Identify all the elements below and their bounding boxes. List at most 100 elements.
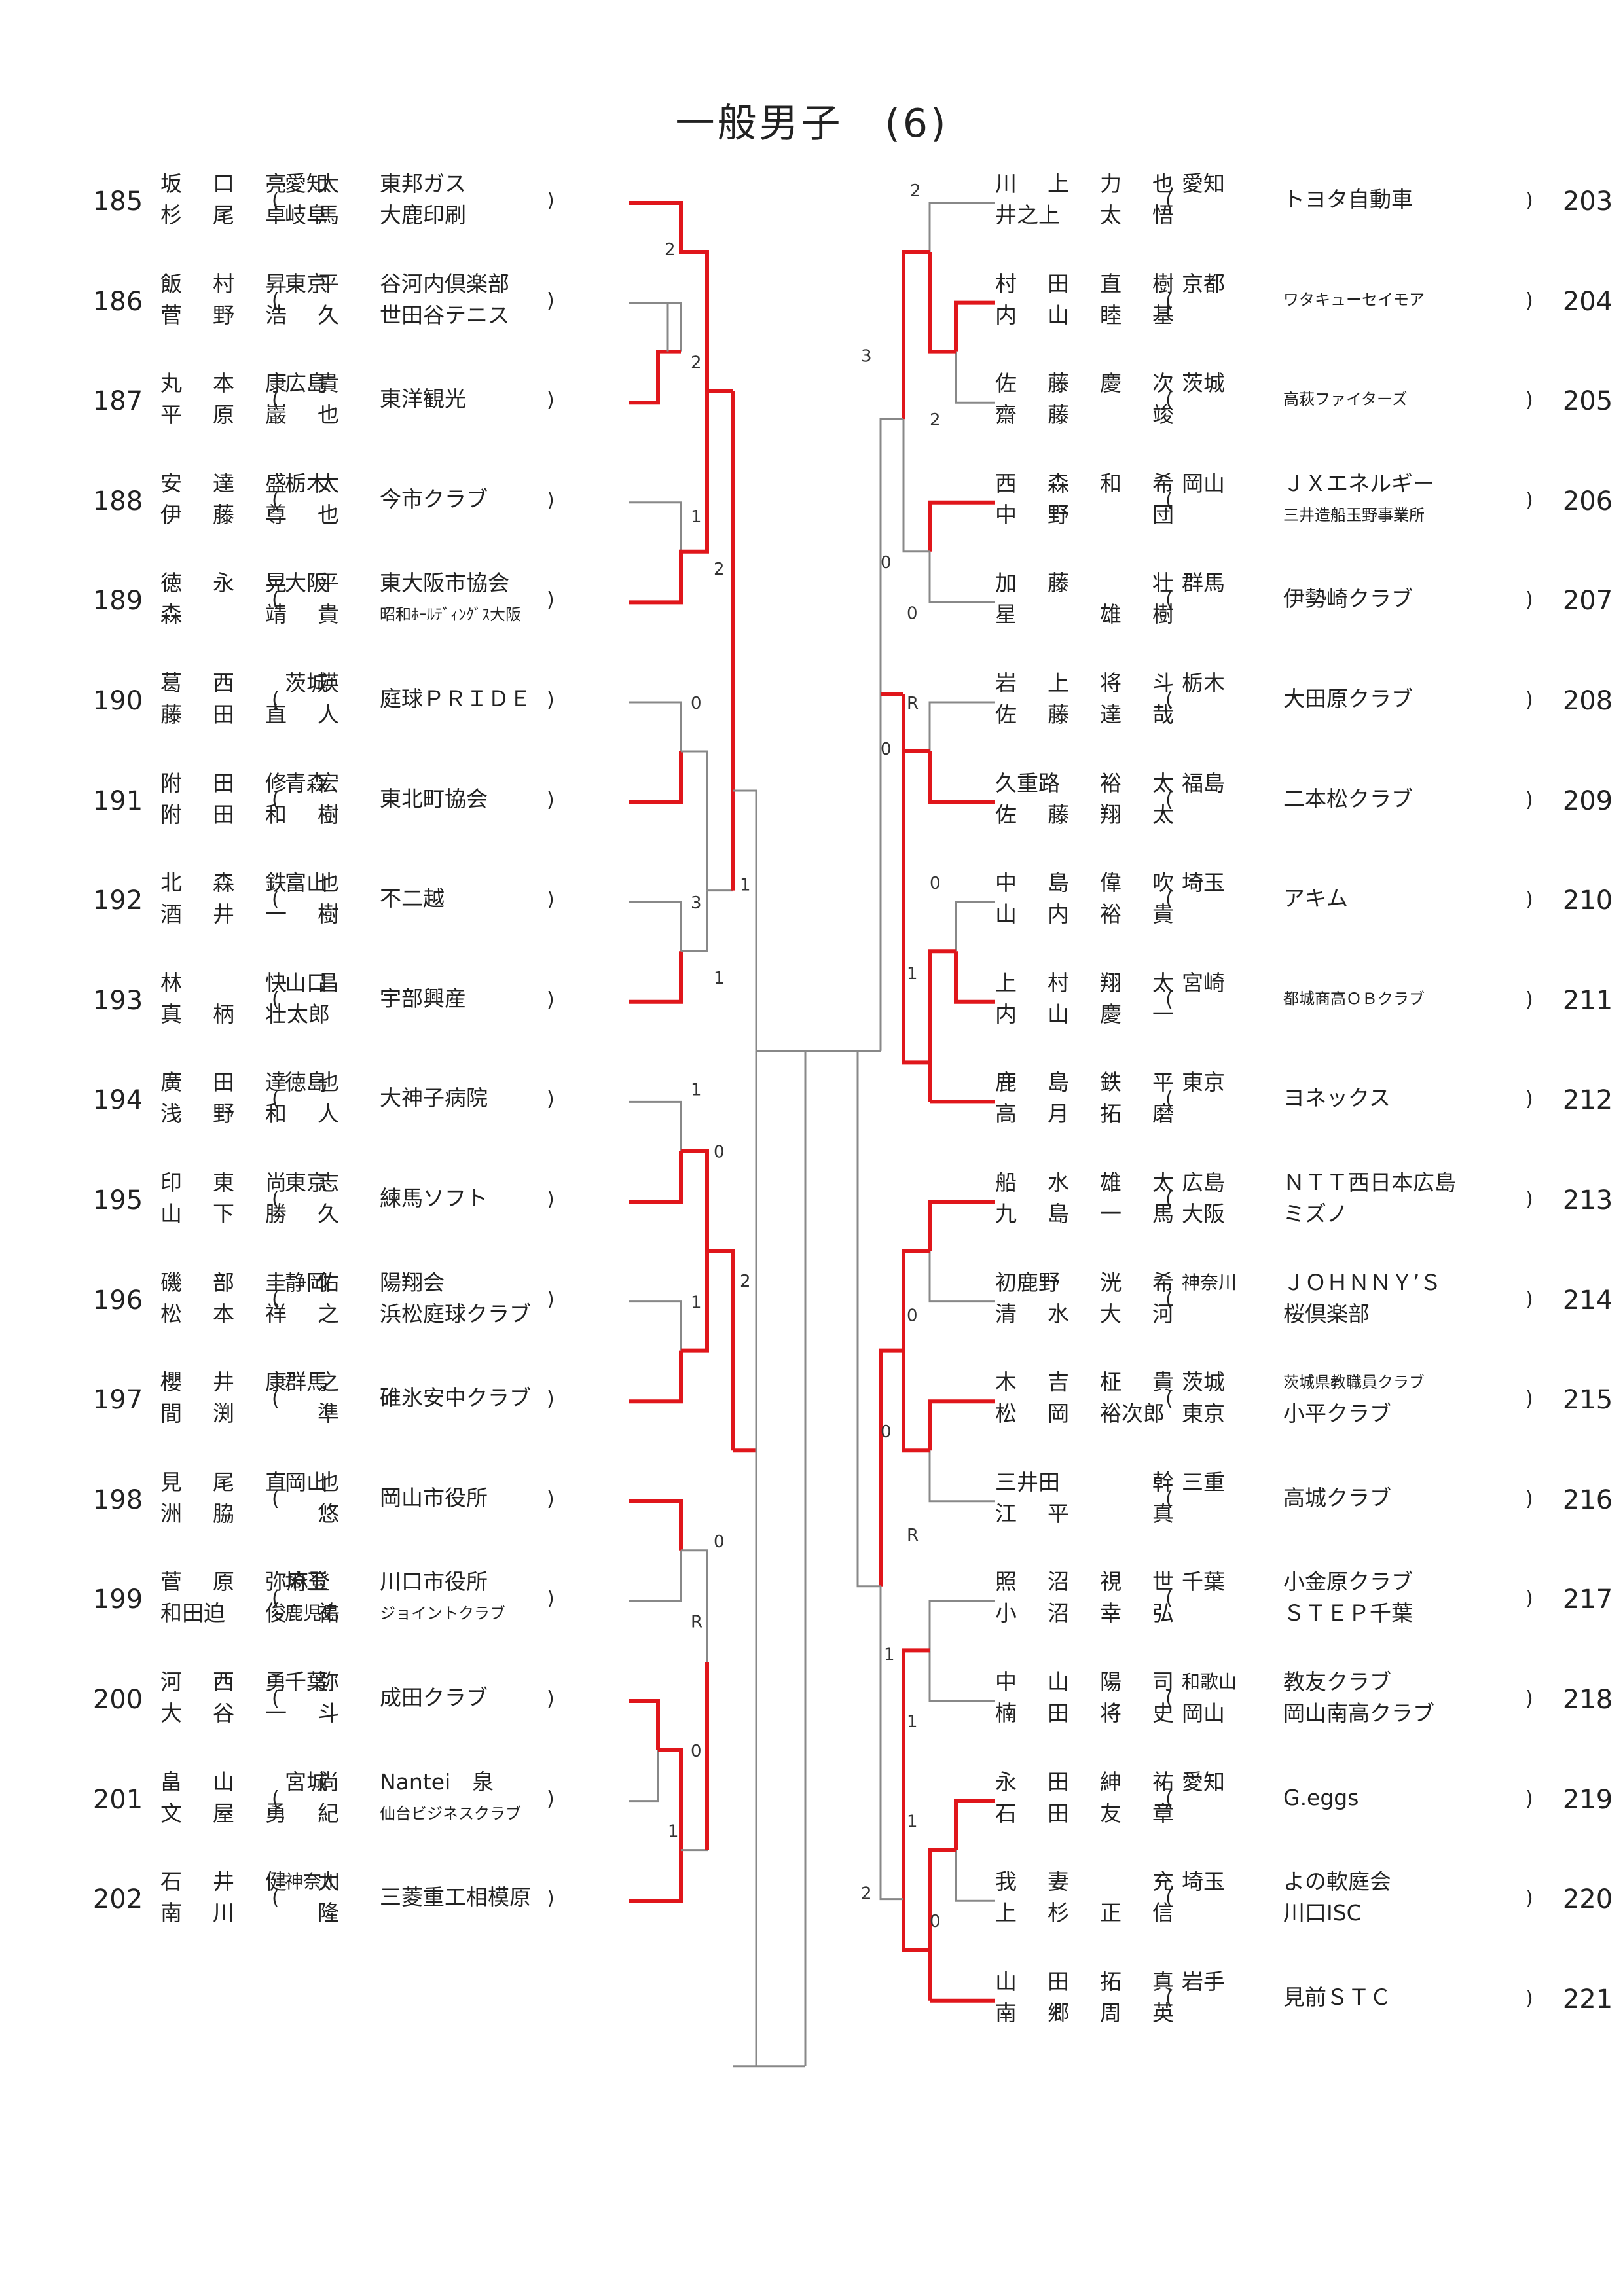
club-name: 谷河内倶楽部 — [380, 270, 509, 296]
bracket-line — [955, 1850, 995, 1902]
player-name-char: 将 — [1100, 670, 1122, 696]
player-name-char: 田 — [1048, 1968, 1069, 1994]
player-name-char: 尾 — [213, 1469, 234, 1495]
player-name-char: 快 — [265, 969, 287, 996]
club-name: 東大阪市協会 — [380, 570, 509, 596]
club-name: 大神子病院 — [380, 1085, 488, 1111]
club-name: 二本松クラブ — [1283, 785, 1413, 812]
player-name-char: 野 — [213, 1101, 234, 1127]
bracket-line — [629, 1300, 682, 1351]
club-name: 岡山市役所 — [380, 1484, 488, 1511]
match-score: 1 — [907, 1812, 918, 1832]
club-name: 不二越 — [380, 886, 445, 912]
close-paren: ) — [547, 1587, 555, 1611]
player-name-char: 菅 — [160, 1569, 182, 1595]
page-title: 一般男子 (6) — [675, 101, 949, 147]
player-name-char: 岩 — [995, 670, 1017, 696]
club-name: 陽翔会 — [380, 1269, 445, 1295]
prefecture: 栃木 — [1182, 670, 1225, 696]
player-name-char: 也 — [318, 402, 339, 428]
winner-line — [902, 250, 930, 420]
player-name-char: 久 — [318, 1201, 339, 1227]
player-name-char: 慶 — [1100, 370, 1122, 397]
club-name: 大鹿印刷 — [380, 202, 466, 228]
player-name-char: 紳 — [1100, 1768, 1122, 1795]
entry-number: 189 — [92, 586, 143, 617]
match-score: R — [907, 1526, 919, 1545]
player-name-char: 正 — [1100, 1900, 1122, 1926]
player-name-char: 翔 — [1100, 801, 1122, 827]
winner-line — [902, 1648, 930, 1899]
player-name-char: 藤 — [1048, 801, 1069, 827]
club-name: 教友クラブ — [1283, 1669, 1391, 1695]
player-name-char: 浅 — [160, 1101, 182, 1127]
player-name-char: 内 — [995, 1001, 1017, 1027]
close-paren: ) — [547, 1787, 555, 1810]
entry-number: 212 — [1562, 1085, 1613, 1116]
prefecture: 大阪 — [1182, 1201, 1225, 1227]
player-name-char: 高 — [995, 1101, 1017, 1127]
player-name-char: 附 — [160, 801, 182, 827]
match-score: 0 — [714, 1142, 725, 1162]
open-paren: ( — [272, 1587, 280, 1611]
close-paren: ) — [1525, 1388, 1533, 1411]
player-name-char: 部 — [213, 1269, 234, 1295]
player-name-char: 太 — [1152, 801, 1174, 827]
player-name-char: 貴 — [318, 370, 339, 397]
player-name-char: 田 — [213, 770, 234, 796]
entry-number: 209 — [1562, 785, 1613, 816]
player-name-char: 林 — [160, 969, 182, 996]
match-score: 0 — [714, 1532, 725, 1552]
player-name-char: 上 — [1048, 171, 1069, 196]
close-paren: ) — [1525, 289, 1533, 312]
player-name-char: 竣 — [1152, 402, 1174, 428]
open-paren: ( — [272, 389, 280, 412]
entry-number: 217 — [1562, 1585, 1613, 1615]
player-name-char: 真 — [1152, 1968, 1174, 1994]
open-paren: ( — [1165, 488, 1173, 512]
match-score: 1 — [691, 507, 702, 527]
player-name-char: 也 — [318, 501, 339, 528]
player-name-char: 村 — [213, 270, 234, 296]
match-score: 1 — [740, 876, 751, 895]
prefecture: 神奈川 — [1182, 1271, 1237, 1293]
player-name-char: 太 — [318, 171, 339, 196]
player-name-char: 平 — [160, 402, 182, 428]
close-paren: ) — [547, 389, 555, 412]
player-name-char: 幸 — [1100, 1600, 1122, 1626]
club-name: 昭和ﾎｰﾙﾃﾞｨﾝｸﾞｽ大阪 — [380, 605, 521, 624]
match-score: 2 — [714, 560, 725, 579]
player-name-char: 北 — [160, 870, 182, 896]
player-name-char: 団 — [1152, 501, 1174, 528]
club-name: 碓氷安中クラブ — [380, 1385, 531, 1411]
winner-line — [928, 500, 995, 552]
entry-number: 207 — [1562, 586, 1613, 617]
player-name-char: 上 — [995, 1900, 1017, 1926]
player-name-char: 伊 — [160, 501, 182, 528]
player-name-char: 拓 — [1100, 1968, 1122, 1994]
winner-line — [629, 350, 681, 405]
player-name-char: 永 — [995, 1768, 1017, 1795]
player-name-char: 中 — [995, 1669, 1017, 1695]
match-score: 2 — [861, 1884, 872, 1904]
player-name-char: 充 — [1152, 1869, 1174, 1895]
player-name-char: 見 — [160, 1469, 182, 1495]
player-name-char: 裕 — [1100, 770, 1122, 796]
winner-line — [629, 391, 709, 605]
player-name-char: 藤 — [1048, 570, 1069, 596]
entry-number: 186 — [92, 286, 143, 317]
match-score: 1 — [691, 1080, 702, 1100]
prefecture: 群馬 — [285, 1369, 328, 1395]
player-name-char: 菅 — [160, 302, 182, 328]
player-name-char: 原 — [213, 402, 234, 428]
player-name-char: 廣 — [160, 1069, 182, 1096]
player-name-char: 力 — [1100, 171, 1122, 196]
player-name-char: 真 — [160, 1001, 182, 1027]
player-name-char: 吉 — [1048, 1369, 1069, 1395]
